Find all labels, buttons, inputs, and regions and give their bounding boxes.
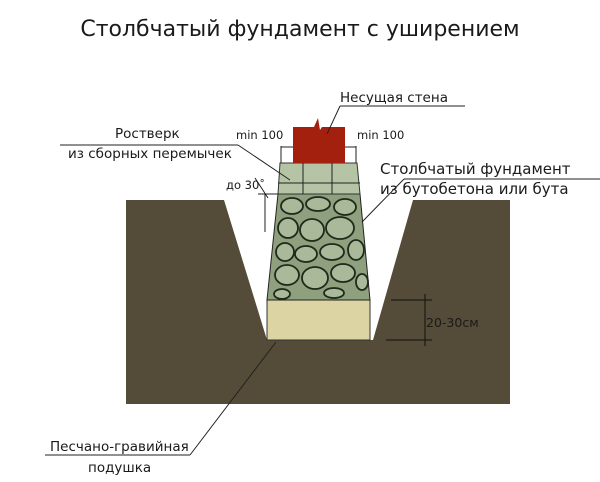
grillage-blocks bbox=[277, 162, 361, 195]
ground bbox=[126, 200, 510, 404]
diagram-title: Столбчатый фундамент с уширением bbox=[80, 17, 519, 42]
cushion-height-label: 20-30см bbox=[426, 315, 479, 330]
min-left-label: min 100 bbox=[236, 128, 283, 142]
load-bearing-wall bbox=[293, 118, 345, 163]
min-right-label: min 100 bbox=[357, 128, 404, 142]
grillage-label-line1: Ростверк bbox=[115, 126, 180, 142]
grillage-label-line2: из сборных перемычек bbox=[68, 146, 232, 162]
rubble-stones bbox=[273, 196, 369, 300]
cushion-label-line2: подушка bbox=[88, 460, 151, 476]
wall-label: Несущая стена bbox=[340, 90, 448, 106]
cushion-label-line1: Песчано-гравийная bbox=[50, 439, 189, 455]
foundation-label-line2: из бутобетона или бута bbox=[380, 180, 569, 198]
foundation-label-line1: Столбчатый фундамент bbox=[380, 160, 571, 178]
angle-label: до 30˚ bbox=[226, 177, 265, 192]
sand-cushion bbox=[266, 299, 371, 341]
